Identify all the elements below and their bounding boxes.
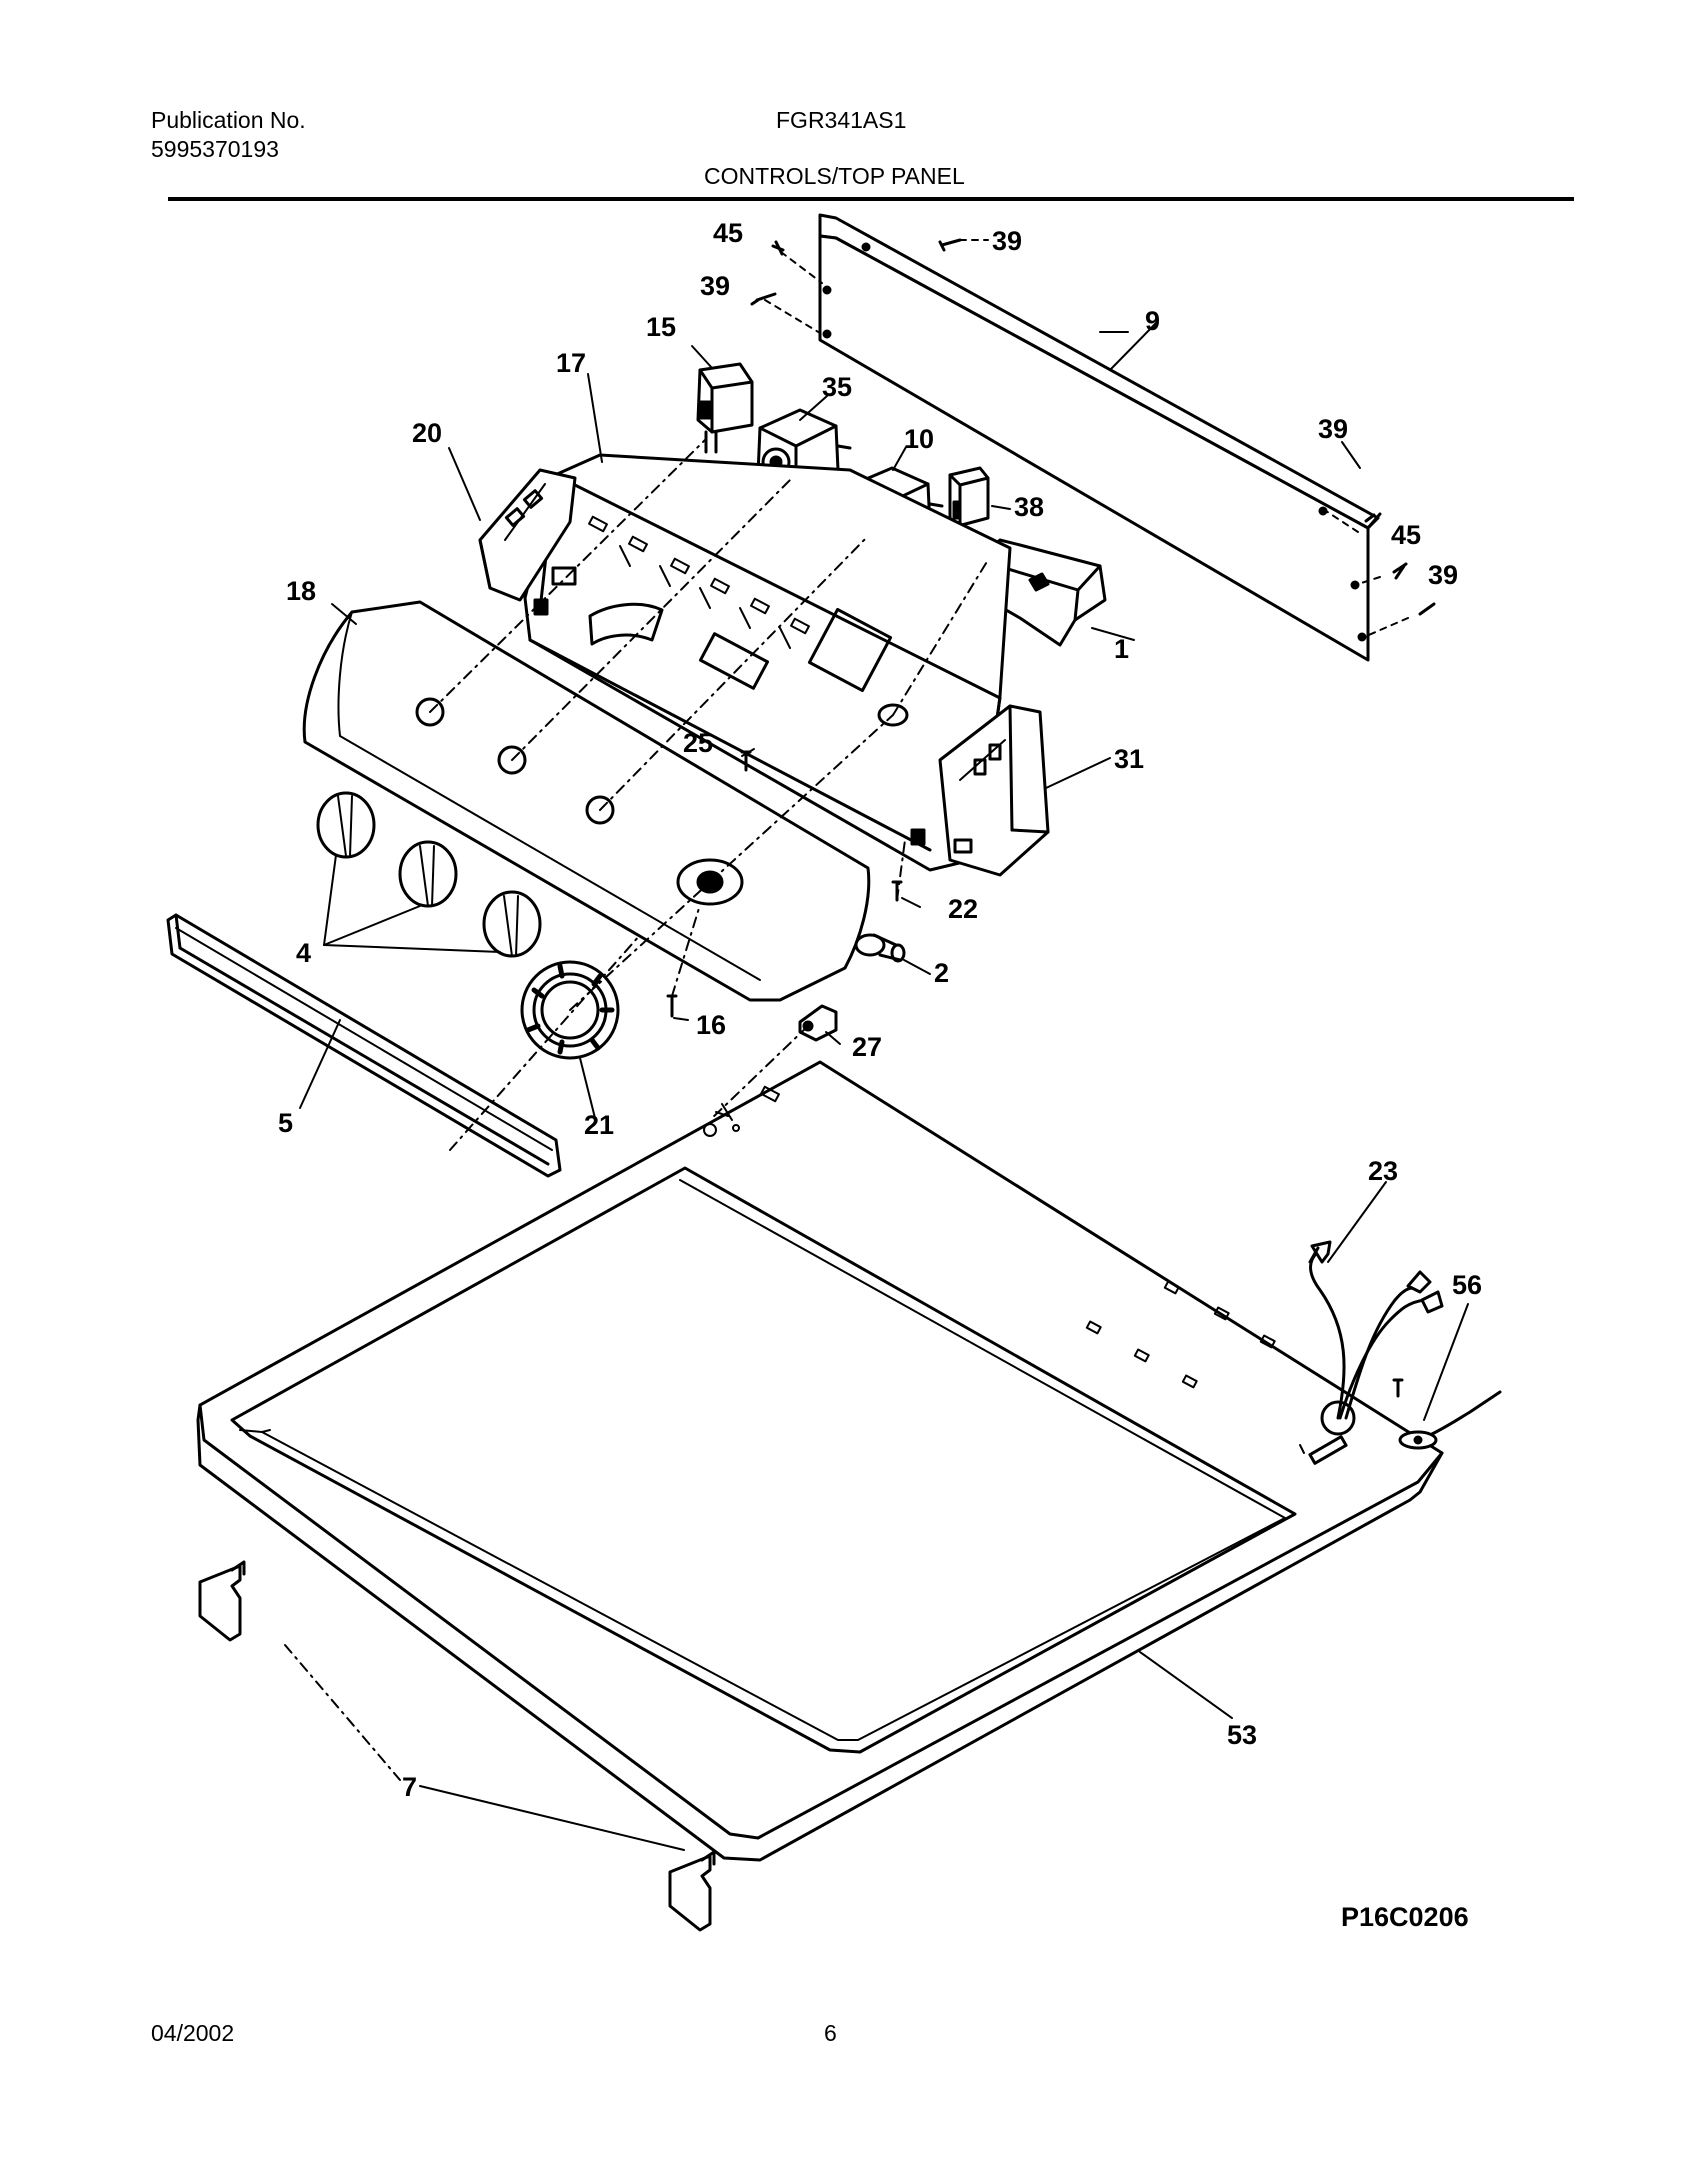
label-53: 53 <box>1227 1720 1257 1750</box>
header-divider <box>168 197 1574 201</box>
part-20-left-end-cap <box>478 468 577 602</box>
publication-number: 5995370193 <box>151 136 279 162</box>
label-2: 2 <box>934 958 949 988</box>
footer-date: 04/2002 <box>151 2020 235 2046</box>
part-31-right-end-cap <box>938 704 1050 877</box>
label-7: 7 <box>402 1772 417 1802</box>
part-38-buzzer <box>948 466 990 528</box>
alignment-lines <box>284 439 989 1781</box>
part-56-ground-wire <box>1392 1378 1502 1450</box>
label-23: 23 <box>1368 1156 1398 1186</box>
label-21: 21 <box>584 1110 614 1140</box>
label-27: 27 <box>852 1032 882 1062</box>
label-39-d: 39 <box>1428 560 1458 590</box>
part-23-wire-harness <box>1308 1240 1444 1420</box>
label-18: 18 <box>286 576 316 606</box>
label-38: 38 <box>1014 492 1044 522</box>
label-39-b: 39 <box>992 226 1022 256</box>
label-25: 25 <box>683 728 713 758</box>
label-45-a: 45 <box>713 218 743 248</box>
label-9: 9 <box>1145 306 1160 336</box>
screws-top <box>750 238 1436 616</box>
footer-page-number: 6 <box>824 2020 837 2046</box>
label-22: 22 <box>948 894 978 924</box>
label-56: 56 <box>1452 1270 1482 1300</box>
part-2-lamp <box>854 933 906 963</box>
part-16-screw <box>666 994 678 1018</box>
part-18-console <box>302 600 871 1002</box>
figure-code: P16C0206 <box>1341 1902 1469 1932</box>
leader-lines <box>299 322 1469 1851</box>
label-35: 35 <box>822 372 852 402</box>
screw-leader-dashes <box>764 239 1409 638</box>
model-number: FGR341AS1 <box>776 107 907 133</box>
label-20: 20 <box>412 418 442 448</box>
label-39-c: 39 <box>1318 414 1348 444</box>
label-39-a: 39 <box>700 271 730 301</box>
label-16: 16 <box>696 1010 726 1040</box>
label-15: 15 <box>646 312 676 342</box>
label-5: 5 <box>278 1108 293 1138</box>
label-31: 31 <box>1114 744 1144 774</box>
label-17: 17 <box>556 348 586 378</box>
publication-label: Publication No. <box>151 107 306 133</box>
label-4: 4 <box>296 938 311 968</box>
part-7-feet <box>198 1560 716 1932</box>
label-10: 10 <box>904 424 934 454</box>
label-45-b: 45 <box>1391 520 1421 550</box>
part-4-knobs <box>316 791 542 958</box>
part-27-lever <box>798 1004 838 1042</box>
part-5-trim-strip <box>166 913 562 1178</box>
section-title: CONTROLS/TOP PANEL <box>704 163 965 189</box>
label-1: 1 <box>1114 634 1129 664</box>
part-15-switch <box>696 362 754 454</box>
part-number-callouts: 45 39 39 9 15 17 35 10 20 38 39 45 39 1 … <box>278 218 1482 1802</box>
